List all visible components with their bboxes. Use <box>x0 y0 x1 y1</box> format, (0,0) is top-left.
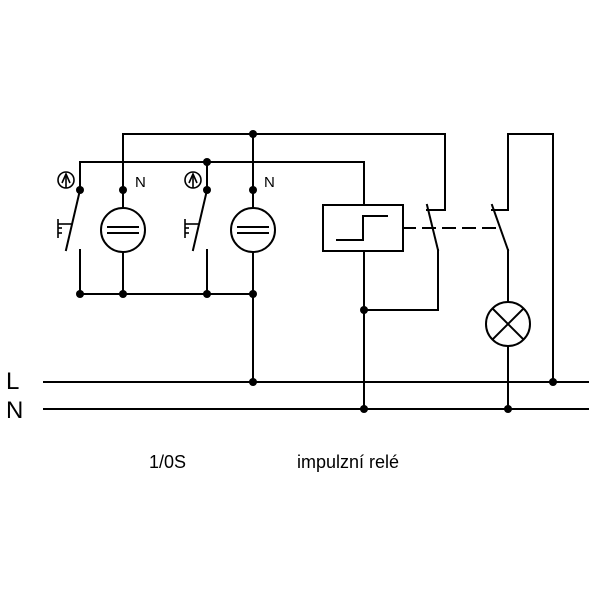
relay-contact <box>402 203 498 252</box>
top-wiring <box>79 133 446 211</box>
glow-lamp-icon <box>100 207 146 253</box>
glow-lamp-1: N <box>100 174 146 295</box>
glow-lamp-2: N <box>230 133 276 383</box>
lamp-1-neutral-label: N <box>135 174 146 191</box>
push-button-2 <box>184 171 209 295</box>
step-symbol-icon <box>336 215 388 241</box>
neutral-label: N <box>6 397 23 424</box>
impulse-relay <box>322 204 439 410</box>
caption-switch-type: 1/0S <box>149 452 186 472</box>
glow-lamp-icon <box>230 207 276 253</box>
caption-impulse-relay: impulzní relé <box>297 452 399 472</box>
lamp-2-neutral-label: N <box>264 174 275 191</box>
load-circuit <box>485 133 554 410</box>
phase-label: L <box>6 368 19 395</box>
junction-dots <box>76 130 557 413</box>
supply-lines: L N <box>6 368 589 424</box>
push-button-1 <box>57 171 82 295</box>
